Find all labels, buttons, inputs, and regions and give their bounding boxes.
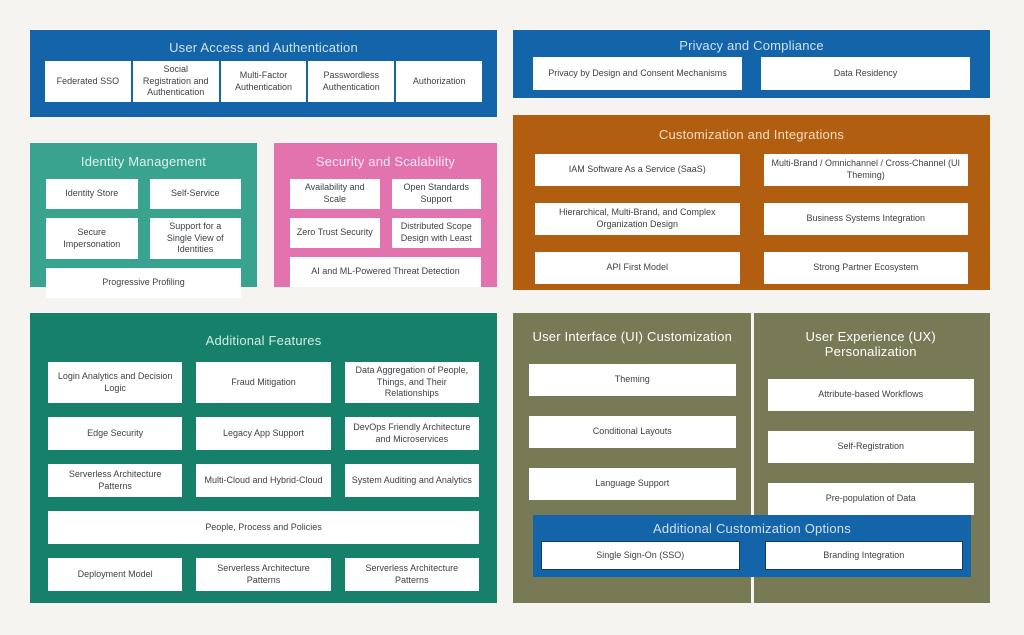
section-title: User Access and Authentication (169, 40, 358, 55)
left-column: User Access and Authentication Federated… (30, 30, 497, 603)
feature-chip: Open Standards Support (391, 179, 481, 209)
chip-grid: IAM Software As a Service (SaaS) Multi-B… (535, 154, 968, 284)
feature-chip: System Auditing and Analytics (344, 464, 479, 498)
feature-chip: Serverless Architecture Patterns (48, 464, 183, 498)
feature-chip: Distributed Scope Design with Least (391, 218, 481, 248)
feature-chip: Progressive Profiling (46, 268, 241, 299)
chip-row: Privacy by Design and Consent Mechanisms… (533, 57, 970, 90)
feature-chip: Federated SSO (45, 61, 131, 103)
feature-chip: Data Residency (761, 57, 970, 90)
feature-chip: Zero Trust Security (290, 218, 380, 248)
section-title: Customization and Integrations (658, 127, 845, 142)
feature-chip: Support for a Single View of Identities (149, 218, 241, 260)
feature-chip: Deployment Model (48, 558, 183, 592)
feature-chip: Login Analytics and Decision Logic (48, 362, 183, 404)
feature-chip: Data Aggregation of People, Things, and … (344, 362, 479, 404)
feature-chip: Serverless Architecture Patterns (196, 558, 331, 592)
feature-chip: Passwordless Authentication (308, 61, 395, 103)
feature-chip: People, Process and Policies (48, 511, 479, 545)
section-identity-management: Identity Management Identity Store Self-… (30, 143, 257, 299)
feature-chip: Availability and Scale (290, 179, 380, 209)
feature-chip: Identity Store (46, 179, 138, 209)
feature-chip: Multi-Cloud and Hybrid-Cloud (196, 464, 331, 498)
chip-row: Federated SSO Social Registration and Au… (45, 61, 482, 103)
spacer (30, 117, 497, 143)
section-ui-ux-customization: User Interface (UI) Customization Themin… (513, 313, 990, 603)
feature-chip: Edge Security (48, 417, 183, 451)
section-title: Additional Features (205, 333, 322, 348)
section-additional-features: Additional Features Login Analytics and … (30, 313, 497, 603)
olive-columns: User Interface (UI) Customization Themin… (513, 313, 990, 603)
section-customization-integrations: Customization and Integrations IAM Softw… (513, 115, 990, 290)
feature-chip: Authorization (396, 61, 482, 103)
chip-grid: Identity Store Self-Service Secure Imper… (46, 179, 241, 299)
section-title: Additional Customization Options (653, 521, 851, 536)
section-additional-customization-options: Additional Customization Options Single … (533, 515, 971, 577)
feature-chip: Branding Integration (764, 541, 963, 570)
feature-chip: Secure Impersonation (46, 218, 138, 260)
feature-chip: Privacy by Design and Consent Mechanisms (533, 57, 742, 90)
feature-chip: Multi-Brand / Omnichannel / Cross-Channe… (763, 154, 968, 186)
feature-chip: API First Model (535, 252, 740, 284)
feature-chip: Business Systems Integration (763, 203, 968, 235)
section-title: Privacy and Compliance (679, 38, 824, 53)
feature-chip: Legacy App Support (196, 417, 331, 451)
feature-chip: Theming (529, 364, 736, 396)
section-security-scalability: Security and Scalability Availability an… (274, 143, 497, 287)
section-title: Security and Scalability (315, 154, 456, 169)
feature-chip: IAM Software As a Service (SaaS) (535, 154, 740, 186)
feature-chip: Conditional Layouts (529, 416, 736, 448)
chip-row: Single Sign-On (SSO) Branding Integratio… (541, 541, 963, 570)
feature-chip: Serverless Architecture Patterns (344, 558, 479, 592)
feature-chip: Self-Registration (767, 431, 974, 463)
feature-chip: Self-Service (149, 179, 241, 209)
feature-chip: AI and ML-Powered Threat Detection (290, 257, 481, 287)
column-divider (750, 313, 754, 603)
feature-chip: Single Sign-On (SSO) (541, 541, 740, 570)
spacer (513, 98, 990, 115)
feature-chip: Fraud Mitigation (196, 362, 331, 404)
feature-chip: Hierarchical, Multi-Brand, and Complex O… (535, 203, 740, 235)
feature-chip: Strong Partner Ecosystem (763, 252, 968, 284)
section-title: User Interface (UI) Customization (532, 329, 732, 344)
middle-row: Identity Management Identity Store Self-… (30, 143, 497, 299)
section-title: User Experience (UX) Personalization (805, 329, 936, 359)
feature-chip: Language Support (529, 468, 736, 500)
spacer (513, 290, 990, 313)
right-column: Privacy and Compliance Privacy by Design… (513, 30, 990, 603)
section-user-access: User Access and Authentication Federated… (30, 30, 497, 117)
section-privacy-compliance: Privacy and Compliance Privacy by Design… (513, 30, 990, 98)
chip-grid: Login Analytics and Decision Logic Fraud… (48, 362, 479, 592)
feature-chip: Pre-population of Data (767, 483, 974, 515)
feature-chip: Social Registration and Authentication (132, 61, 219, 103)
feature-chip: Multi-Factor Authentication (220, 61, 307, 103)
section-ux-personalization: User Experience (UX) Personalization Att… (752, 313, 991, 603)
feature-chip: Attribute-based Workflows (767, 379, 974, 411)
chip-grid: Availability and Scale Open Standards Su… (290, 179, 481, 287)
section-title: Identity Management (80, 154, 207, 169)
feature-chip: DevOps Friendly Architecture and Microse… (344, 417, 479, 451)
section-ui-customization: User Interface (UI) Customization Themin… (513, 313, 752, 603)
